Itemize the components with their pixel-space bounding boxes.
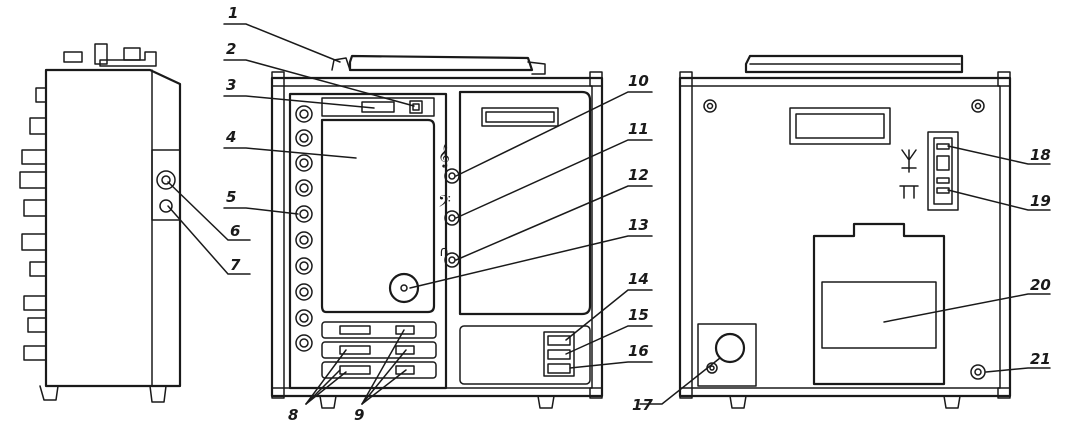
- socket-16[interactable]: [547, 363, 571, 374]
- tuning-knob-center: [400, 284, 408, 292]
- treble-symbol: 𝄞: [438, 143, 450, 168]
- front-corner-tl: [271, 71, 285, 87]
- callout-19: 19: [1030, 192, 1051, 210]
- headphone-symbol: ∩: [439, 244, 449, 260]
- callout-10: 10: [628, 72, 649, 90]
- callout-20: 20: [1030, 276, 1051, 294]
- bass-symbol: 𝄢: [438, 191, 451, 215]
- front-foot-left: [319, 395, 337, 409]
- callout-4: 4: [225, 128, 236, 146]
- callout-7: 7: [230, 256, 241, 274]
- callout-3: 3: [226, 76, 236, 94]
- socket-block: [543, 331, 575, 377]
- side-port-panel: [151, 149, 181, 221]
- front-foot-right: [537, 395, 555, 409]
- screw-tr: [971, 99, 985, 113]
- callout-5: 5: [226, 188, 236, 206]
- callout-15: 15: [628, 306, 649, 324]
- callout-16: 16: [628, 342, 649, 360]
- callout-8: 8: [288, 406, 298, 424]
- headphone-knob[interactable]: [444, 252, 460, 268]
- tuning-scale: [320, 118, 436, 314]
- callout-2: 2: [226, 40, 236, 58]
- callout-18: 18: [1030, 146, 1051, 164]
- top-strip: [321, 97, 435, 117]
- side-foot-left: [39, 385, 59, 401]
- callout-1: 1: [228, 4, 238, 22]
- back-foot-left: [729, 395, 747, 409]
- terminal-strip: [927, 131, 959, 211]
- front-handle-knob: [331, 57, 351, 71]
- side-socket-inner: [161, 175, 171, 185]
- callout-11: 11: [628, 120, 649, 138]
- tuning-knob[interactable]: [388, 272, 420, 304]
- battery-label: [821, 281, 937, 349]
- bass-knob[interactable]: [444, 210, 460, 226]
- front-right-panel: [458, 90, 592, 316]
- front-left-panel: [288, 92, 448, 390]
- side-knob-c: [123, 47, 141, 61]
- front-handle-end: [527, 61, 546, 75]
- front-corner-br: [589, 387, 603, 399]
- front-corner-tr: [589, 71, 603, 87]
- callout-21: 21: [1030, 350, 1051, 368]
- front-frame: [270, 76, 604, 398]
- band-buttons[interactable]: [295, 105, 313, 352]
- antenna-terminal[interactable]: [936, 143, 950, 150]
- leader-lines: [167, 23, 1051, 405]
- indicator-lamp-inner: [412, 103, 420, 111]
- side-body: [44, 68, 182, 388]
- side-knob-a: [63, 51, 83, 63]
- front-view: 𝄞 𝄢 ∩: [270, 54, 604, 409]
- socket-panel: [459, 325, 591, 385]
- indicator-lamp: [409, 100, 423, 114]
- callout-6: 6: [230, 222, 240, 240]
- speaker-jack[interactable]: [714, 332, 746, 364]
- side-view: [19, 43, 182, 403]
- side-jack: [159, 199, 173, 213]
- speaker-panel: [697, 323, 757, 387]
- back-frame: [678, 76, 1012, 398]
- back-foot-right: [943, 395, 961, 409]
- front-corner-bl: [271, 387, 285, 399]
- callout-labels: 1 2 3 4 5 6 7 8 9 10 11 12 13 14 15 16 1…: [225, 4, 1051, 424]
- battery-compartment: [812, 222, 946, 386]
- side-foot-right: [149, 385, 167, 403]
- treble-knob[interactable]: [444, 168, 460, 184]
- side-socket-outer: [156, 170, 176, 190]
- ground-terminal-b[interactable]: [936, 187, 950, 194]
- screw-21: [970, 364, 986, 380]
- ground-terminal-a[interactable]: [936, 177, 950, 184]
- callout-12: 12: [628, 166, 649, 184]
- callout-9: 9: [354, 406, 364, 424]
- side-left-knobs: [19, 87, 47, 361]
- socket-15[interactable]: [547, 349, 571, 360]
- meter-window-inner: [485, 111, 555, 123]
- callout-13: 13: [628, 216, 649, 234]
- lower-slider-rows[interactable]: [321, 321, 437, 379]
- callout-17: 17: [632, 396, 653, 414]
- screw-tl: [703, 99, 717, 113]
- back-handle: [744, 54, 964, 74]
- front-handle: [348, 54, 534, 72]
- side-knob-b: [94, 43, 108, 65]
- meter-window: [481, 107, 559, 127]
- label-plate: [789, 107, 891, 145]
- callout-14: 14: [628, 270, 649, 288]
- back-view: [678, 54, 1012, 409]
- ground-symbol: [899, 185, 919, 199]
- socket-14[interactable]: [547, 335, 571, 346]
- back-inner-frame: [691, 85, 1001, 389]
- side-handle: [99, 51, 157, 67]
